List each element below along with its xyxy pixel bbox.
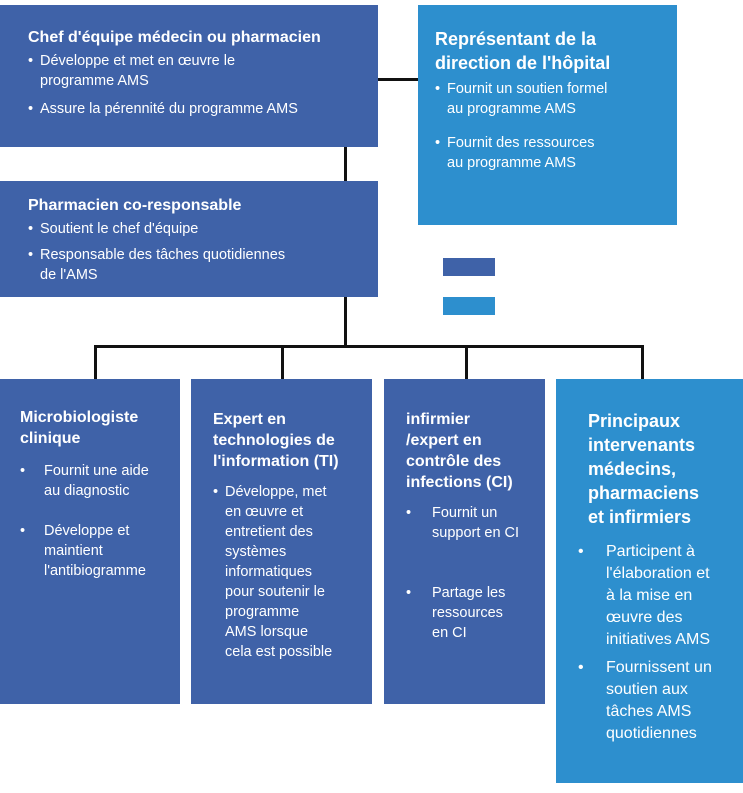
microbiologiste-title: Microbiologiste clinique [20,409,139,447]
list-item: •Développe et met en œuvre le programme … [28,53,236,89]
connector-chef-pharmacien [344,147,347,181]
intervenants-list: •Participent à l'élaboration et à la mis… [578,541,743,745]
chef-equipe-title: Chef d'équipe médecin ou pharmacien [28,29,321,46]
list-item: •Fournit une aide au diagnostic [20,463,149,499]
direction-hopital-title: Représentant de la direction de l'hôpita… [435,29,611,73]
connector-pharmacien-trunk [344,297,347,347]
connector-drop-expert-ti [281,345,284,379]
intervenants-box: Principaux intervenants médecins, pharma… [556,379,743,783]
pharmacien-box: Pharmacien co-responsable •Soutient le c… [0,181,378,297]
list-item: •Responsable des tâches quotidiennes de … [28,247,286,283]
list-item: •Développe, met en œuvre et entretient d… [213,484,333,660]
list-item: •Partage les ressources en CI [406,585,506,641]
list-item: •Assure la pérennité du programme AMS [28,101,298,117]
list-item: •Fournissent un soutien aux tâches AMS q… [578,659,712,742]
connector-drop-microbio [94,345,97,379]
direction-hopital-box: Représentant de la direction de l'hôpita… [418,5,677,225]
infirmier-title: infirmier /expert en contrôle des infect… [406,411,513,491]
list-item: •Soutient le chef d'équipe [28,221,199,237]
intervenants-title: Principaux intervenants médecins, pharma… [588,411,700,527]
list-item: •Participent à l'élaboration et à la mis… [578,543,711,648]
list-item: •Fournit un soutien formel au programme … [435,81,608,117]
expert-ti-title: Expert en technologies de l'information … [213,411,339,470]
pharmacien-title: Pharmacien co-responsable [28,197,242,214]
microbiologiste-list: •Fournit une aide au diagnostic •Dévelop… [20,461,180,581]
infirmier-box: infirmier /expert en contrôle des infect… [384,379,545,704]
expert-ti-box: Expert en technologies de l'information … [191,379,372,704]
list-item: •Développe et maintient l'antibiogramme [20,523,146,579]
legend-swatch-dark [443,258,495,276]
chef-equipe-box: Chef d'équipe médecin ou pharmacien •Dév… [0,5,378,147]
connector-horizontal-bar [94,345,644,348]
list-item: •Fournit un support en CI [406,505,520,541]
legend-swatch-light [443,297,495,315]
microbiologiste-box: Microbiologiste clinique •Fournit une ai… [0,379,180,704]
connector-drop-infirmier [465,345,468,379]
list-item: •Fournit des ressources au programme AMS [435,135,595,171]
pharmacien-list: •Soutient le chef d'équipe •Responsable … [28,219,378,285]
infirmier-list: •Fournit un support en CI •Partage les r… [406,503,545,643]
direction-hopital-list: •Fournit un soutien formel au programme … [435,79,677,173]
connector-chef-direction [378,78,418,81]
expert-ti-list: •Développe, met en œuvre et entretient d… [213,482,372,662]
chef-equipe-list: •Développe et met en œuvre le programme … [28,51,378,119]
connector-drop-intervenants [641,345,644,379]
